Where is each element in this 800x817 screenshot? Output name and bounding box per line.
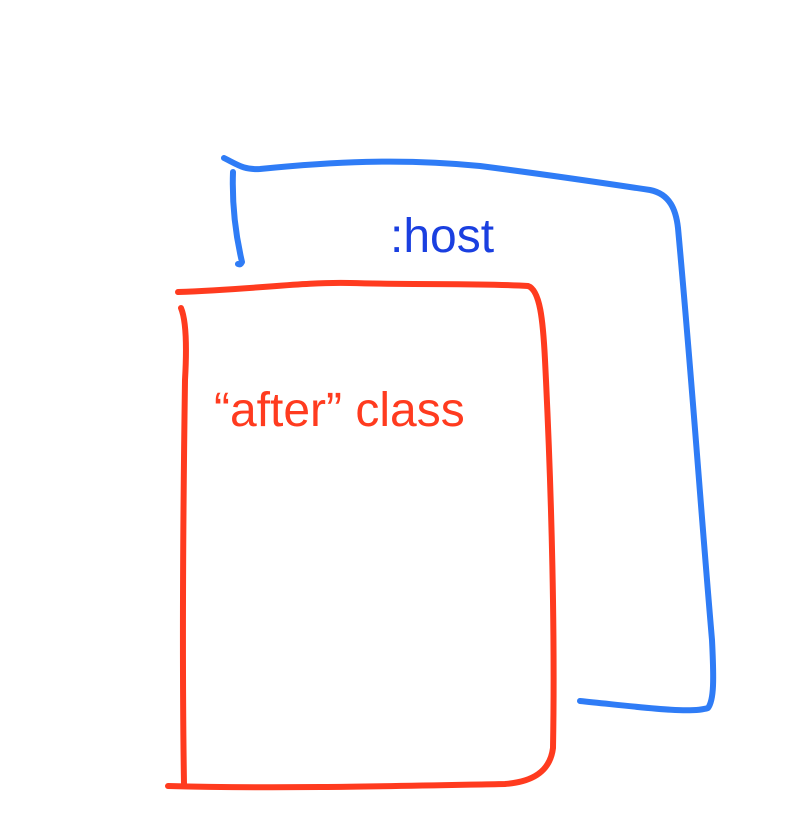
host-left-bracket: [229, 169, 245, 268]
host-outline: [221, 155, 717, 714]
host-label: :host: [390, 210, 494, 263]
after-class-label: “after” class: [214, 384, 465, 437]
after-class-outline: [165, 279, 557, 791]
after-class-left-edge: [178, 305, 189, 787]
